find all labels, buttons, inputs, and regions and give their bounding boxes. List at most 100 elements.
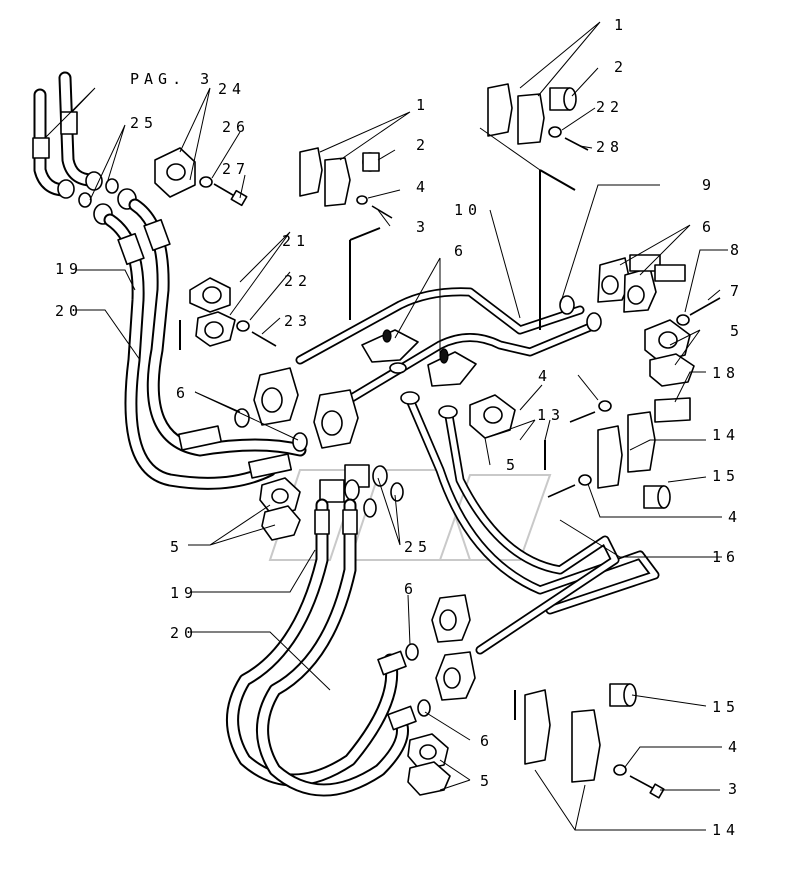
screw-23: [251, 331, 277, 347]
clamp-1-top: [487, 83, 545, 145]
hose-stubs-right: [629, 254, 686, 282]
screw-28: [564, 137, 589, 151]
washer-4-right: [578, 474, 592, 486]
callout-8: 8: [730, 241, 744, 259]
tube-16-end-b: [438, 405, 458, 419]
o-ring-left-b: [292, 432, 308, 452]
callout-22-top: 22: [596, 98, 624, 116]
callout-16: 16: [712, 548, 740, 566]
flange-lower-b: [435, 651, 476, 701]
flange-right-a: [597, 257, 657, 313]
fitting-10-end: [586, 312, 602, 332]
clamp-5-bottom: [407, 733, 451, 796]
callout-6-left: 6: [176, 384, 190, 402]
callout-3-bottom: 3: [728, 780, 742, 798]
callout-3-mid: 3: [416, 218, 430, 236]
callout-23: 23: [284, 312, 312, 330]
fitting-swivels-top: [57, 171, 137, 225]
callout-6-center: 6: [454, 242, 468, 260]
callout-4-mid: 4: [416, 178, 430, 196]
tube-16: [405, 395, 660, 655]
reference-pag3: PAG. 3: [130, 70, 214, 88]
o-ring-25-b: [363, 498, 377, 518]
spacer-15-bottom: [609, 683, 637, 707]
tube-9: [295, 287, 585, 365]
callout-22-mid: 22: [284, 272, 312, 290]
clamp-14-right: [597, 411, 656, 489]
callout-labels: PAG. 3 24 25 26 27 1 2 22 28 1 2 4 3 9 1…: [55, 16, 744, 839]
washer-26: [199, 176, 213, 188]
callout-1-top: 1: [614, 16, 628, 34]
washer-22-top: [548, 126, 562, 138]
callout-4-center: 4: [538, 367, 552, 385]
callout-6-bottom: 6: [480, 732, 494, 750]
spacer-2-mid: [362, 152, 380, 172]
hose-crimp-19-lower: [314, 509, 330, 535]
hose-crimp-20-lower: [342, 509, 358, 535]
plate-18: [654, 397, 691, 423]
bracket-plate-b: [427, 348, 477, 387]
bracket-plate-a: [361, 329, 419, 363]
callout-5-center: 5: [506, 456, 520, 474]
clamp-24: [154, 147, 196, 198]
callout-2-top: 2: [614, 58, 628, 76]
callout-27: 27: [222, 160, 250, 178]
hose-end-left: [177, 425, 293, 479]
callout-14-right: 14: [712, 426, 740, 444]
hose-end-19-lower: [377, 650, 407, 676]
screw-13: [569, 411, 596, 423]
ref-pipe-ends: [32, 71, 99, 197]
screw-27: [213, 183, 248, 207]
callout-28: 28: [596, 138, 624, 156]
hose-crimp-19: [117, 232, 145, 266]
tube-16-end-a: [400, 391, 420, 405]
hose-20-lower: [256, 498, 409, 797]
clamp-5-center: [469, 394, 516, 439]
callout-25-top: 25: [130, 114, 158, 132]
washer-4-center: [598, 400, 612, 412]
callout-26: 26: [222, 118, 250, 136]
callout-10: 10: [454, 201, 482, 219]
callout-5-left: 5: [170, 538, 184, 556]
o-ring-25-a: [390, 482, 404, 502]
callout-14-bottom: 14: [712, 821, 740, 839]
callout-20-top: 20: [55, 302, 83, 320]
clamp-1-mid: [299, 147, 351, 207]
hose-crimp-20: [143, 218, 171, 252]
o-ring-lower-a: [405, 643, 419, 661]
flange-lower-a: [431, 594, 471, 643]
hose-19-lower: [226, 498, 399, 787]
flange-left-b: [313, 389, 359, 449]
screw-3-bottom: [629, 775, 665, 799]
clamp-21: [189, 277, 236, 347]
screw-7: [689, 297, 721, 316]
clamp-5-right: [644, 319, 695, 387]
clamp-5-left: [259, 477, 301, 541]
callout-19-top: 19: [55, 260, 83, 278]
callout-2-mid: 2: [416, 136, 430, 154]
washer-4-mid: [356, 195, 368, 205]
screw-3-mid: [371, 205, 393, 219]
callout-6-lower: 6: [404, 580, 418, 598]
section-lines: [179, 169, 576, 720]
callout-4-bottom: 4: [728, 738, 742, 756]
callout-21: 21: [282, 232, 310, 250]
callout-19-bottom: 19: [170, 584, 198, 602]
spacer-15-right: [643, 485, 671, 509]
flange-left-a: [253, 367, 299, 426]
hose-end-20-lower: [387, 705, 417, 731]
callout-24: 24: [218, 80, 246, 98]
callout-20-bottom: 20: [170, 624, 198, 642]
callout-5-right: 5: [730, 322, 744, 340]
callout-15-bottom: 15: [712, 698, 740, 716]
tube-10: [335, 320, 600, 410]
callout-13: 13: [537, 406, 565, 424]
callout-4-right: 4: [728, 508, 742, 526]
washer-8: [676, 314, 690, 326]
callout-25-bottom: 25: [404, 538, 432, 556]
spacer-2-top: [549, 87, 577, 111]
o-ring-lower-b: [417, 699, 431, 717]
callout-6-right: 6: [702, 218, 716, 236]
